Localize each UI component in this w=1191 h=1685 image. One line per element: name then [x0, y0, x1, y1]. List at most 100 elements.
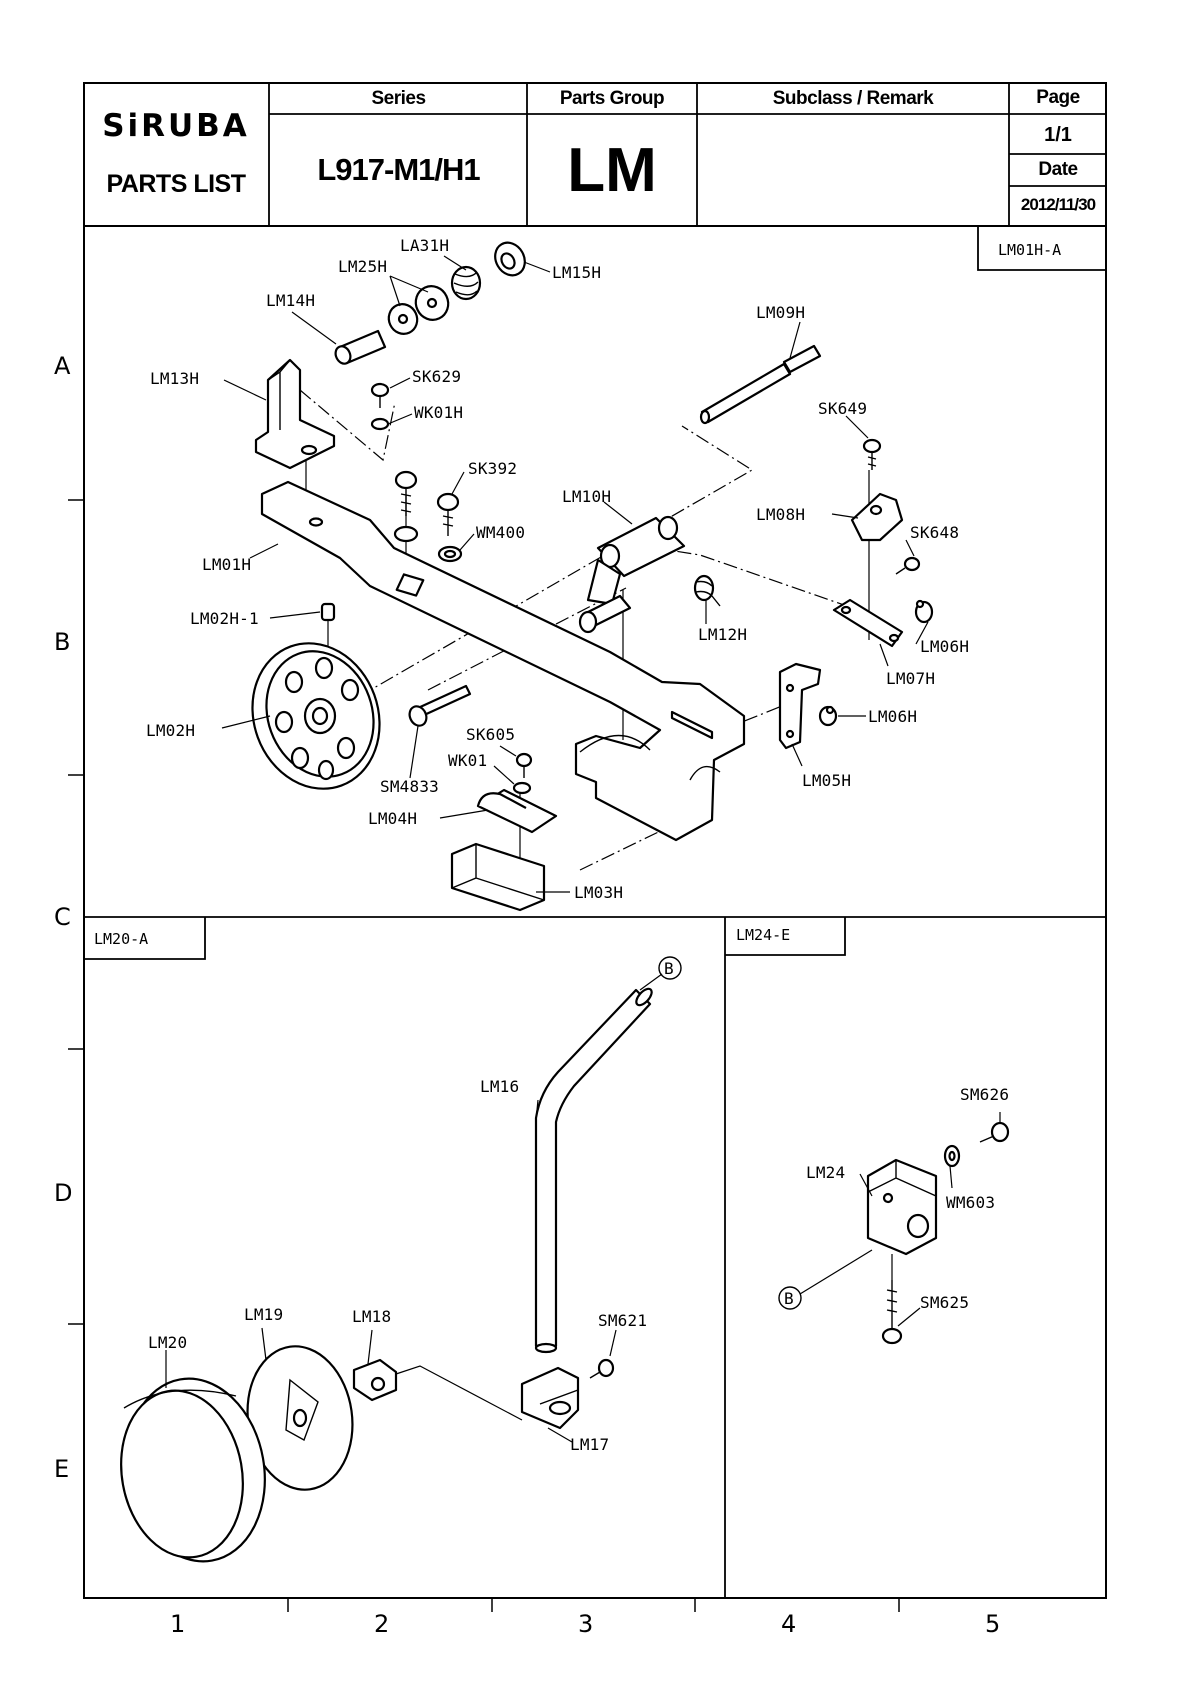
part-lm06h-cap-upper	[914, 599, 934, 624]
part-lm16-rod	[534, 987, 653, 1354]
part-lm20-pulley	[120, 1377, 266, 1563]
callout-sk629: SK629	[412, 367, 461, 386]
callout-sk392: SK392	[468, 459, 517, 478]
callout-lm18: LM18	[352, 1307, 391, 1326]
date-caption: Date	[1038, 159, 1078, 180]
part-lm06h-cap-lower	[818, 705, 838, 727]
part-lm01h-plate	[260, 480, 746, 842]
series-caption: Series	[371, 88, 426, 109]
callout-sk605: SK605	[466, 725, 515, 744]
callout-lm06h-lower: LM06H	[868, 707, 917, 726]
row-marker-a: A	[54, 352, 71, 380]
panel-tag-bottom-left: LM20-A	[94, 930, 148, 948]
part-lm14h-stud	[334, 329, 387, 365]
callout-lm04h: LM04H	[368, 809, 417, 828]
parts-group-caption: Parts Group	[559, 88, 665, 109]
part-sm626-screw	[979, 1121, 1010, 1143]
part-sk392-screws	[393, 470, 463, 563]
callout-lm12h: LM12H	[698, 625, 747, 644]
callout-lm25h: LM25H	[338, 257, 387, 276]
row-marker-c: C	[54, 903, 71, 931]
part-sm625-screw	[881, 1280, 903, 1345]
part-sk649-screw	[862, 438, 882, 470]
subclass-caption: Subclass / Remark	[772, 88, 934, 109]
part-lm04h-clamp	[476, 788, 558, 834]
part-lm25h-discs	[387, 285, 450, 335]
callouts-bottom-left-panel: LM16 LM19 LM18 SM621 LM20 LM17	[148, 1077, 647, 1454]
callout-wk01: WK01	[448, 751, 487, 770]
panel-tag-top: LM01H-A	[998, 241, 1061, 259]
callout-lm02h: LM02H	[146, 721, 195, 740]
callout-sm625: SM625	[920, 1293, 969, 1312]
part-lm15h-knob	[494, 241, 526, 277]
parts-group-value: LM	[567, 135, 657, 205]
svg-text:B: B	[664, 959, 674, 978]
callout-lm16: LM16	[480, 1077, 519, 1096]
callout-lm09h: LM09H	[756, 303, 805, 322]
part-lm12h-spring	[693, 574, 721, 607]
series-value: L917-M1/H1	[317, 152, 480, 187]
callout-sm4833: SM4833	[380, 777, 439, 796]
part-lm24-block	[866, 1158, 938, 1256]
callout-lm15h: LM15H	[552, 263, 601, 282]
part-wm603-washer	[943, 1144, 961, 1168]
part-lm08h-block	[850, 492, 904, 542]
brand-logo-text: SiRUBA	[102, 108, 250, 144]
callout-sm621: SM621	[598, 1311, 647, 1330]
part-lm17-bracket	[520, 1366, 580, 1430]
callouts-bottom-right-panel: SM626 LM24 WM603 SM625	[806, 1085, 1009, 1312]
callout-lm03h: LM03H	[574, 883, 623, 902]
part-la31h-spring	[450, 265, 482, 301]
col-marker-5: 5	[985, 1610, 1000, 1638]
callout-sm626: SM626	[960, 1085, 1009, 1104]
callout-lm02h-1: LM02H-1	[190, 609, 259, 628]
callout-lm05h: LM05H	[802, 771, 851, 790]
part-lm02h-pulley	[251, 642, 381, 790]
callout-lm20: LM20	[148, 1333, 187, 1352]
panel-tag-bottom-right: LM24-E	[736, 926, 790, 944]
leader-lines	[165, 255, 1001, 1443]
col-marker-4: 4	[781, 1610, 796, 1638]
part-sk605-screw	[512, 752, 533, 795]
col-marker-2: 2	[374, 1610, 389, 1638]
part-lm03h-block	[450, 842, 546, 912]
svg-text:B: B	[784, 1289, 794, 1308]
part-lm05h-bracket	[778, 662, 822, 750]
callout-la31h: LA31H	[400, 236, 449, 255]
part-lm13h-bracket	[254, 358, 336, 470]
callout-lm06h-upper: LM06H	[920, 637, 969, 656]
callout-sk649: SK649	[818, 399, 867, 418]
part-lm07h-lever	[832, 598, 904, 648]
row-marker-d: D	[54, 1179, 72, 1207]
callout-wm603: WM603	[946, 1193, 995, 1212]
ref-mark-b-right: B	[778, 1286, 802, 1310]
callout-lm24: LM24	[806, 1163, 845, 1182]
callout-sk648: SK648	[910, 523, 959, 542]
callout-lm10h: LM10H	[562, 487, 611, 506]
col-marker-1: 1	[170, 1610, 185, 1638]
callout-lm08h: LM08H	[756, 505, 805, 524]
row-marker-b: B	[54, 628, 70, 656]
part-sk648-screw	[895, 556, 921, 575]
part-sm4833-bolt	[408, 684, 472, 727]
part-lm02h-1-setscrew	[320, 602, 336, 622]
part-sk629-screw	[370, 382, 390, 431]
callout-lm17: LM17	[570, 1435, 609, 1454]
page-caption: Page	[1036, 87, 1080, 108]
callout-lm07h: LM07H	[886, 669, 935, 688]
part-lm10h-linkage	[578, 515, 686, 634]
callout-lm19: LM19	[244, 1305, 283, 1324]
callout-lm14h: LM14H	[266, 291, 315, 310]
callout-wm400: WM400	[476, 523, 525, 542]
part-lm18-block	[352, 1358, 398, 1402]
col-marker-3: 3	[578, 1610, 593, 1638]
sheet-frame	[68, 82, 1107, 1612]
doc-type-label: PARTS LIST	[106, 169, 246, 198]
part-sm621-screw	[589, 1358, 615, 1379]
page-value: 1/1	[1044, 123, 1072, 146]
ref-mark-b-left: B	[658, 956, 682, 980]
date-value: 2012/11/30	[1020, 195, 1096, 214]
brand-logo: SiRUBA	[84, 104, 268, 148]
